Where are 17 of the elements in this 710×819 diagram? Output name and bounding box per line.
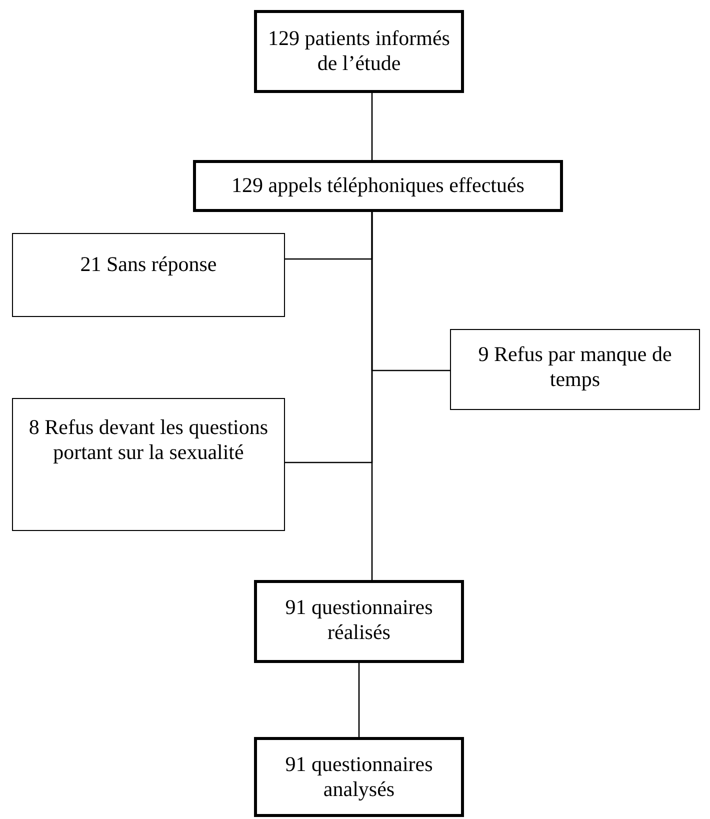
connector-line xyxy=(358,663,360,737)
flowchart-box xyxy=(12,398,285,531)
box-text: 9 Refus par manque de temps xyxy=(477,342,673,392)
flowchart-box xyxy=(254,737,464,817)
flowchart-box xyxy=(450,329,700,410)
flowchart-box xyxy=(254,580,464,663)
box-text: 91 questionnaires réalisés xyxy=(284,595,434,646)
connector-line xyxy=(371,93,373,160)
flowchart-box xyxy=(12,233,285,317)
box-text: 21 Sans réponse xyxy=(79,252,218,278)
box-text: 129 appels téléphoniques effectués xyxy=(230,173,526,198)
flowchart-box xyxy=(193,160,563,212)
connector-line xyxy=(371,212,373,580)
flowchart-box xyxy=(254,10,464,93)
box-text: 129 patients informés de l’étude xyxy=(267,26,451,76)
box-text: 8 Refus devant les questions portant sur la sexualité xyxy=(28,415,270,466)
box-text: 91 questionnaires analysés xyxy=(284,752,434,802)
